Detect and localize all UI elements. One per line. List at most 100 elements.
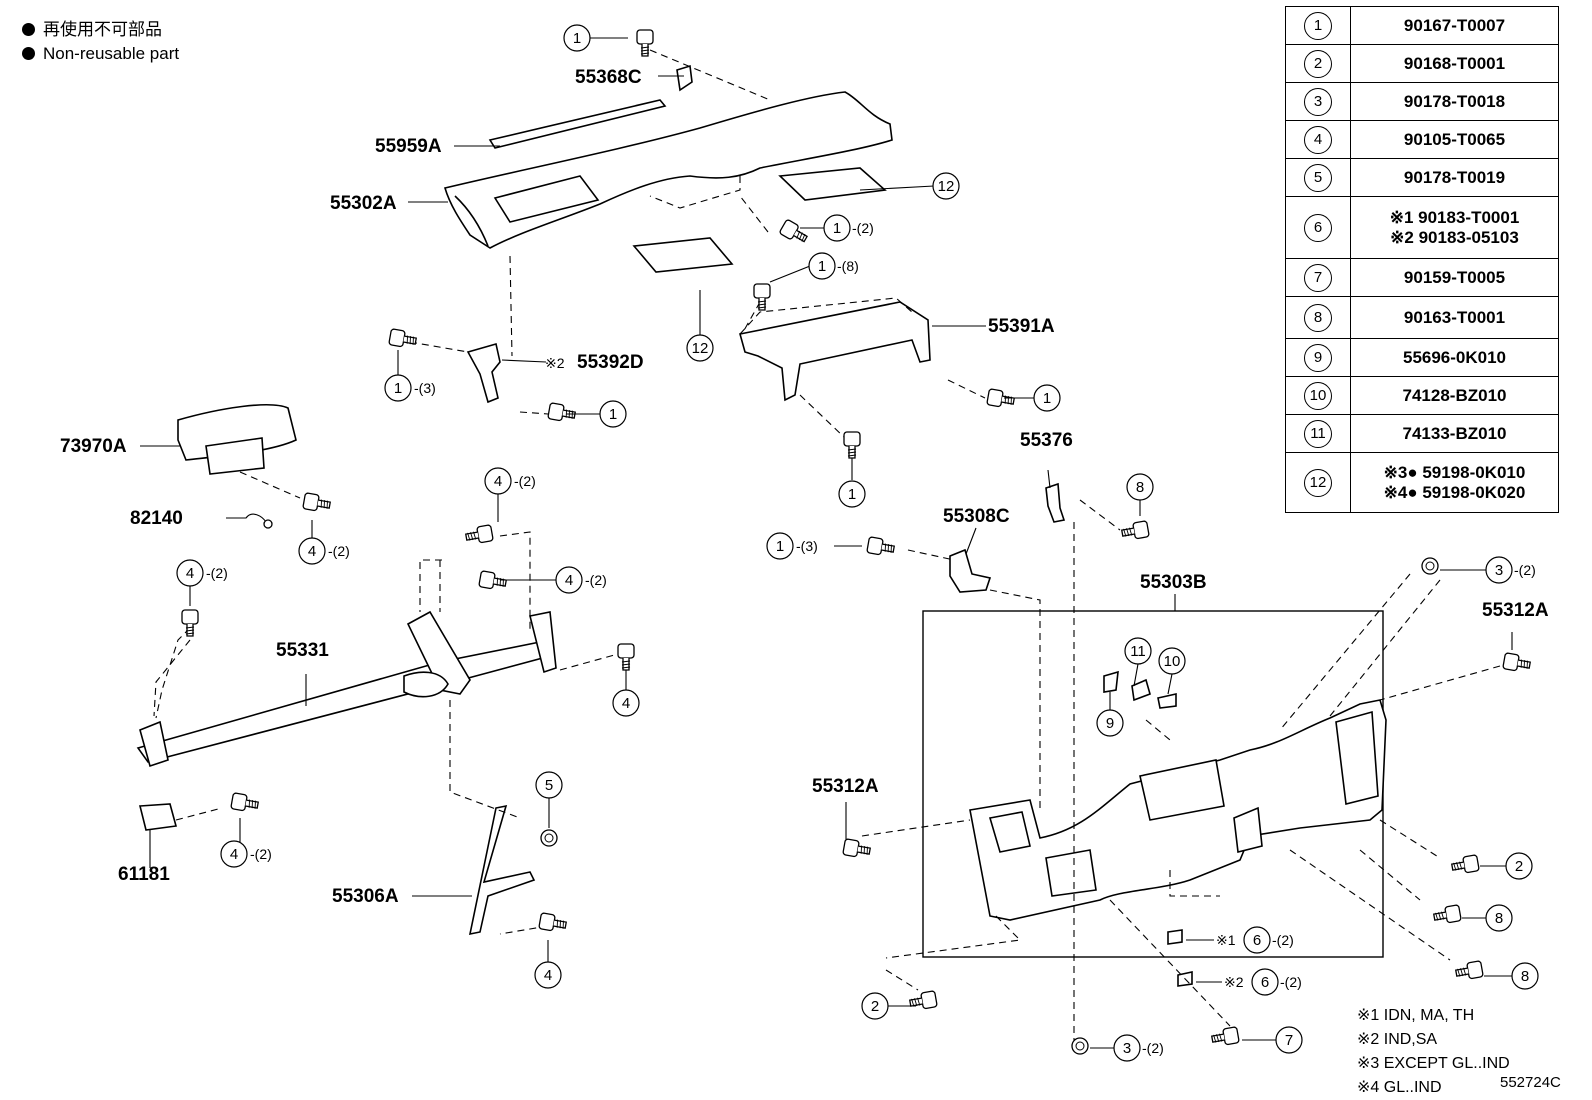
label-55312A-right: 55312A	[1482, 600, 1549, 621]
airbag-73970A	[177, 403, 297, 475]
bolt-icon	[842, 838, 872, 860]
svg-text:-(3): -(3)	[796, 538, 818, 554]
bolt-icon	[181, 609, 199, 637]
footnotes: ※1 IDN, MA, TH ※2 IND,SA ※3 EXCEPT GL..I…	[1357, 1004, 1510, 1100]
label-55959A: 55959A	[375, 136, 442, 157]
label-55312A-left: 55312A	[812, 776, 879, 797]
svg-text:3: 3	[1123, 1040, 1131, 1057]
label-55302A: 55302A	[330, 193, 397, 214]
instrument-panel-upper-pad	[443, 91, 893, 249]
svg-text:4: 4	[186, 565, 194, 582]
bolt-icon	[778, 218, 811, 247]
svg-text:11: 11	[1130, 643, 1146, 660]
svg-text:-(2): -(2)	[1280, 974, 1302, 990]
reference-code: 552724C	[1500, 1074, 1561, 1091]
bracket-55376	[1045, 482, 1066, 523]
bolt-icon	[866, 536, 896, 558]
bolt-icon	[464, 524, 494, 546]
callout-4: 4	[534, 940, 562, 989]
bolt-icon	[1210, 1026, 1240, 1048]
svg-text:-(2): -(2)	[1514, 562, 1536, 578]
svg-text:6: 6	[1261, 974, 1269, 991]
svg-text:4: 4	[622, 695, 630, 712]
callout-1-qty-2: 1-(2)	[800, 214, 874, 242]
svg-text:10: 10	[1164, 653, 1181, 670]
callout-11: 11	[1124, 637, 1152, 687]
bolt-icon	[478, 570, 508, 592]
label-55308C: 55308C	[943, 506, 1010, 527]
callout-4-qty-2: 4-(2)	[176, 559, 228, 606]
callout-9: 9	[1096, 692, 1124, 737]
label-61181: 61181	[118, 864, 170, 885]
callout-1-qty-3: 1 -(3)	[384, 350, 436, 402]
callout-10: 10	[1158, 647, 1186, 695]
callout-4-qty-2: 4-(2)	[500, 566, 607, 594]
svg-text:※2: ※2	[1224, 974, 1244, 990]
bolt-icon	[1454, 960, 1484, 982]
svg-text:5: 5	[545, 777, 553, 794]
bolt-icon	[1432, 904, 1462, 926]
svg-text:1: 1	[818, 258, 826, 275]
label-55368C: 55368C	[575, 67, 642, 88]
legend-line-2: Non-reusable part	[22, 42, 179, 66]
wiring-clamps	[1103, 670, 1193, 987]
svg-text:9: 9	[1106, 715, 1114, 732]
brace-55391A	[738, 301, 931, 402]
legend-line-1: 再使用不可部品	[22, 18, 179, 42]
callout-3-qty-2: 3-(2)	[1440, 556, 1536, 584]
speaker-cover-lower	[632, 237, 734, 273]
svg-text:1: 1	[394, 380, 402, 397]
callout-2: 2	[1480, 852, 1533, 880]
svg-text:2: 2	[871, 998, 879, 1015]
callout-7: 7	[1242, 1026, 1303, 1054]
label-55303B: 55303B	[1140, 572, 1207, 593]
svg-text:12: 12	[692, 340, 709, 357]
svg-text:4: 4	[565, 572, 573, 589]
callout-3-qty-2: 3 -(2)	[1090, 1034, 1164, 1062]
callout-1-qty-8: 1-(8)	[769, 252, 859, 283]
bolt-icon	[636, 29, 654, 57]
svg-text:-(2): -(2)	[1142, 1040, 1164, 1056]
callout-8: 8	[1462, 904, 1513, 932]
bracket-55392D	[466, 342, 501, 404]
table-row: 6※1 90183-T0001※2 90183-05103	[1285, 196, 1559, 259]
leader-lines	[153, 49, 1501, 1046]
bracket-61181	[138, 803, 178, 831]
svg-text:4: 4	[544, 967, 552, 984]
footnote-1: ※1 IDN, MA, TH	[1357, 1007, 1475, 1024]
svg-text:4: 4	[308, 543, 316, 560]
nut-icon	[1071, 1037, 1089, 1055]
bolt-icon	[908, 990, 938, 1012]
bolt-icon	[1502, 652, 1532, 674]
svg-text:-(2): -(2)	[250, 846, 272, 862]
svg-text:-(3): -(3)	[414, 380, 436, 396]
bracket-55308C	[949, 548, 992, 593]
bolt-icon	[547, 402, 577, 424]
callout-4: 4	[612, 670, 640, 717]
callout-12: 12	[932, 172, 960, 200]
svg-text:1: 1	[1043, 390, 1051, 407]
svg-text:1: 1	[776, 538, 784, 555]
label-82140: 82140	[130, 508, 183, 529]
callout-5: 5	[535, 771, 563, 828]
label-55391A: 55391A	[988, 316, 1055, 337]
bolt-icon	[388, 328, 418, 350]
svg-text:8: 8	[1136, 479, 1144, 496]
label-55392D: 55392D	[577, 352, 644, 373]
speaker-cover-upper	[778, 167, 887, 201]
svg-text:8: 8	[1521, 968, 1529, 985]
label-55376: 55376	[1020, 430, 1073, 451]
bolt-icon	[617, 643, 635, 671]
svg-text:1: 1	[848, 486, 856, 503]
callout-4-qty-2: 4-(2)	[298, 520, 350, 565]
table-row: 12※3● 59198-0K010※4● 59198-0K020	[1285, 452, 1559, 513]
bolt-icon	[230, 792, 260, 814]
